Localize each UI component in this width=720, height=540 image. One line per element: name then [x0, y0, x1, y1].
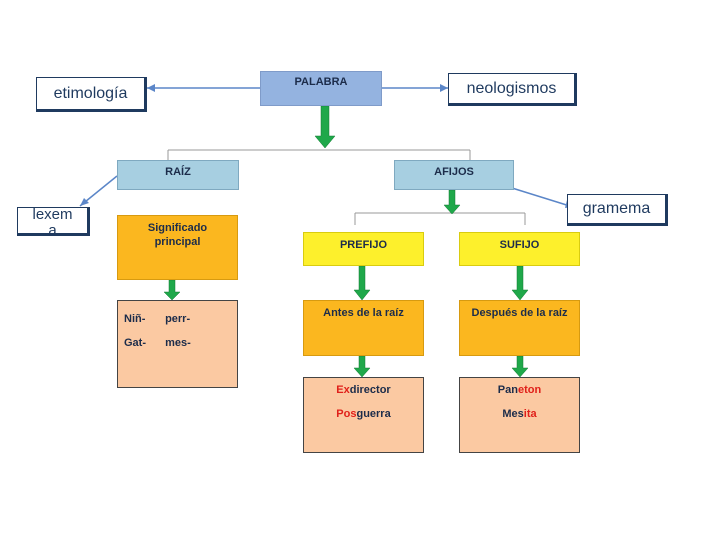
- lexema-line1: lexem: [32, 207, 73, 223]
- prefijo-examples-box: Exdirector Posguerra: [303, 377, 424, 453]
- sufijo-box: SUFIJO: [459, 232, 580, 266]
- prefijo-example-2: Posguerra: [304, 402, 423, 426]
- sufijo-example-1: Paneton: [460, 378, 579, 402]
- example-nin: Niñ-: [124, 313, 146, 325]
- etimologia-label: etimología: [36, 77, 147, 112]
- prefijo-example-1: Exdirector: [304, 378, 423, 402]
- neologismos-label: neologismos: [448, 73, 577, 106]
- prefijo-box: PREFIJO: [303, 232, 424, 266]
- raiz-examples-box: Niñ- perr- Gat- mes-: [117, 300, 238, 388]
- gramema-label: gramema: [567, 194, 668, 226]
- raiz-examples-row2: Gat- mes-: [124, 331, 237, 355]
- example-mes: mes-: [165, 337, 191, 349]
- suffix-ita: ita: [523, 408, 537, 420]
- significado-line2: principal: [154, 236, 201, 248]
- suffix-mes: Mes: [502, 408, 524, 420]
- prefix-ex: Ex: [336, 384, 350, 396]
- example-gat: Gat-: [124, 337, 146, 349]
- palabra-box: PALABRA: [260, 71, 382, 106]
- example-perr: perr-: [165, 313, 191, 325]
- afijos-box: AFIJOS: [394, 160, 514, 190]
- antes-box: Antes de la raíz: [303, 300, 424, 356]
- raiz-box: RAÍZ: [117, 160, 239, 190]
- raiz-examples-row1: Niñ- perr-: [124, 307, 237, 331]
- prefix-pos-rest: guerra: [356, 408, 391, 420]
- sufijo-examples-box: Paneton Mesita: [459, 377, 580, 453]
- suffix-pan: Pan: [497, 384, 518, 396]
- suffix-eton: eton: [517, 384, 542, 396]
- prefix-ex-rest: director: [349, 384, 391, 396]
- lexema-label: lexem a: [17, 207, 90, 236]
- significado-box: Significado principal: [117, 215, 238, 280]
- prefix-pos: Pos: [336, 408, 357, 420]
- lexema-line2: a: [48, 222, 57, 236]
- sufijo-example-2: Mesita: [460, 402, 579, 426]
- despues-box: Después de la raíz: [459, 300, 580, 356]
- significado-line1: Significado: [147, 222, 208, 234]
